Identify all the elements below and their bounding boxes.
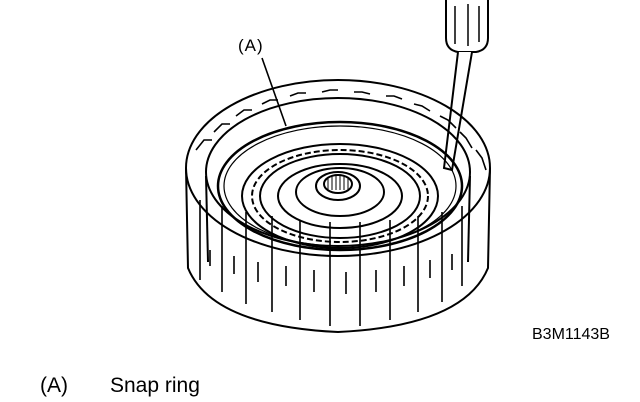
drum-splines [195,89,487,326]
snap-ring [216,120,464,252]
drum-body [185,167,491,334]
callout-leader [261,57,287,127]
legend-mark: (A) [40,374,68,397]
callout-label-a: (A) [238,36,264,55]
legend-text: Snap ring [110,374,200,397]
clutch-plates [241,143,439,249]
legend-item: (A) Snap ring [40,374,200,398]
figure-code: B3M1143B [532,326,610,343]
screwdriver [442,0,489,172]
drum-hub [277,163,403,229]
